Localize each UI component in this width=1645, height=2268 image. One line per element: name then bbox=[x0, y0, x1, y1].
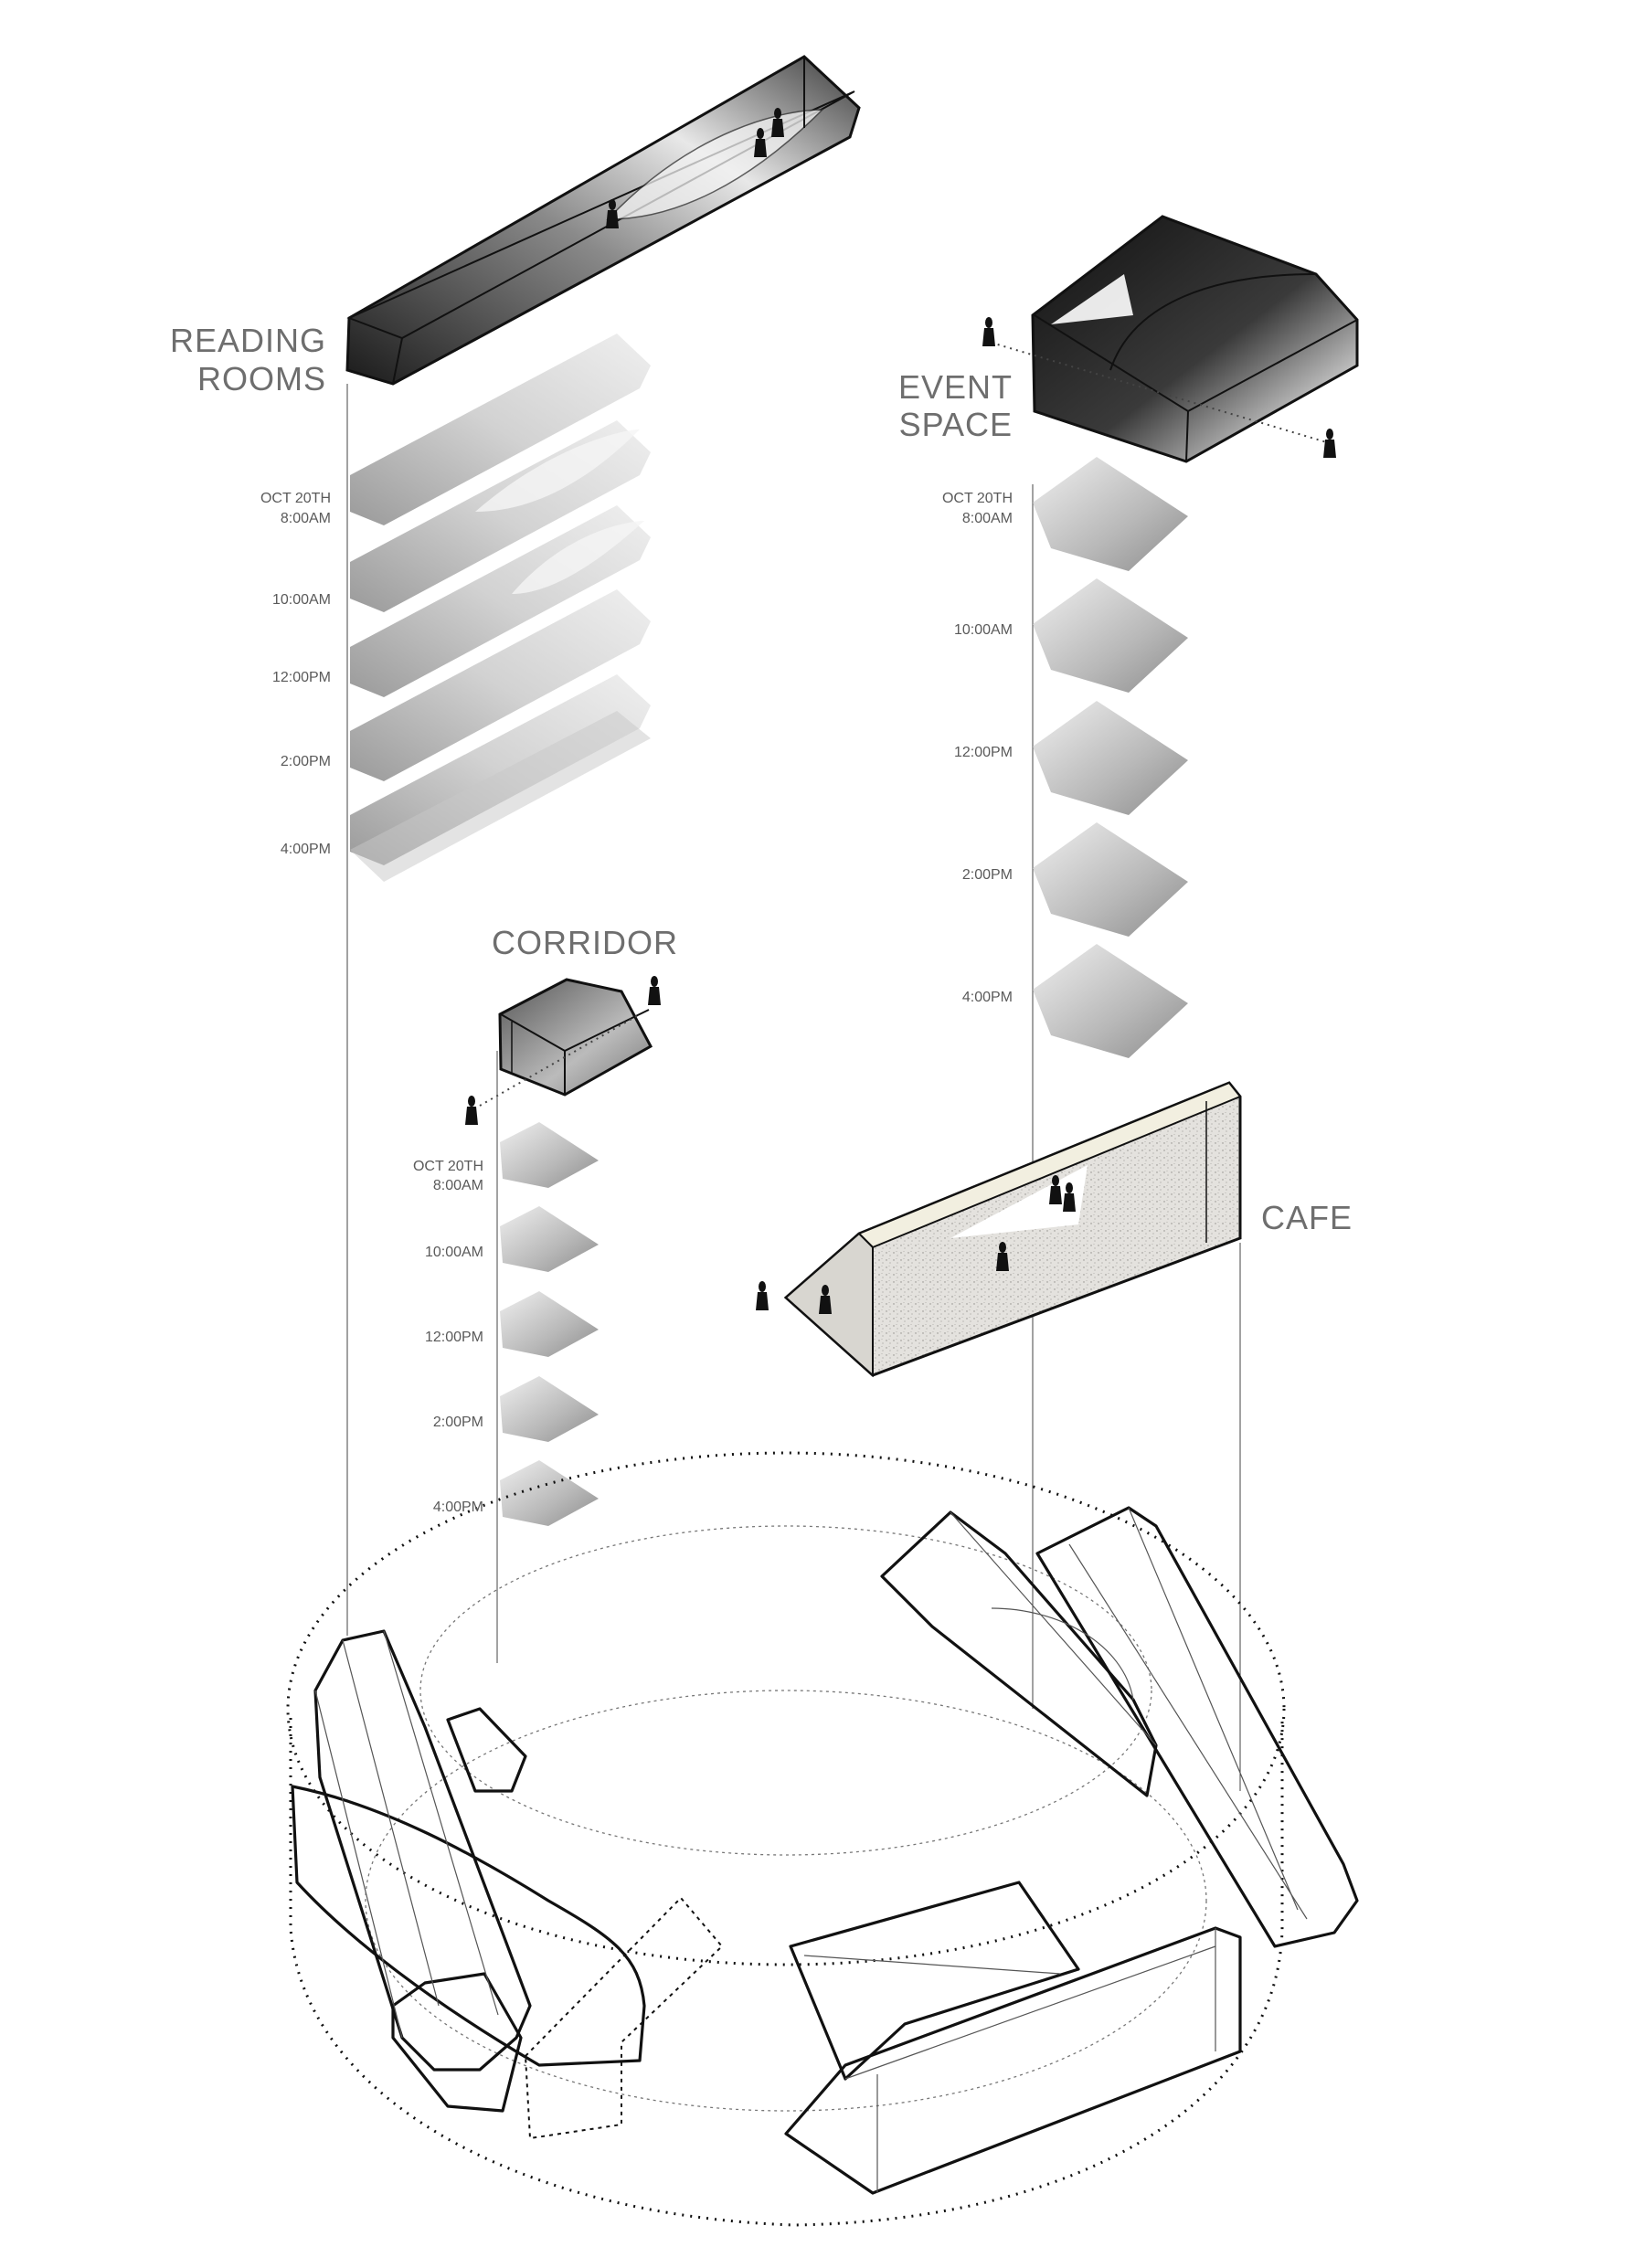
person-icon bbox=[756, 1175, 1076, 1314]
time-label: 8:00AM bbox=[281, 511, 331, 526]
time-label: 2:00PM bbox=[281, 754, 331, 769]
event-space-title-line2: SPACE bbox=[899, 406, 1013, 443]
cafe-volume bbox=[783, 1081, 1242, 1378]
site-ring bbox=[286, 1451, 1286, 2227]
reading-rooms-volume bbox=[345, 55, 861, 386]
time-label: 12:00PM bbox=[425, 1330, 483, 1345]
reading-rooms-title-line2: ROOMS bbox=[197, 360, 326, 397]
person-icon bbox=[982, 317, 1336, 458]
event-space-volume bbox=[991, 215, 1359, 463]
event-space-slices bbox=[1033, 457, 1188, 1058]
event-space-title-line1: EVENT bbox=[898, 368, 1013, 406]
time-label: 10:00AM bbox=[954, 622, 1013, 638]
corridor-volume bbox=[479, 978, 653, 1107]
time-label: 10:00AM bbox=[425, 1245, 483, 1260]
cafe-title: CAFE bbox=[1261, 1199, 1353, 1236]
time-label: 10:00AM bbox=[272, 592, 331, 608]
corridor-time-labels: OCT 20TH 8:00AM 10:00AM 12:00PM 2:00PM 4… bbox=[413, 1159, 483, 1515]
person-icon bbox=[606, 108, 784, 228]
time-label-date: OCT 20TH bbox=[260, 491, 331, 506]
time-label: 8:00AM bbox=[962, 511, 1013, 526]
time-label: 8:00AM bbox=[433, 1178, 483, 1193]
inner-ring bbox=[365, 1525, 1207, 2112]
time-label: 4:00PM bbox=[281, 842, 331, 857]
time-label: 4:00PM bbox=[962, 990, 1013, 1005]
person-icon bbox=[465, 976, 661, 1125]
time-label: 2:00PM bbox=[962, 867, 1013, 883]
time-label: 12:00PM bbox=[272, 670, 331, 685]
reading-rooms-title-line1: READING bbox=[170, 322, 326, 359]
base-volume-edges bbox=[314, 1507, 1308, 2193]
projection-lines bbox=[346, 384, 1241, 1791]
time-label-date: OCT 20TH bbox=[413, 1159, 483, 1174]
corridor-slices bbox=[500, 1122, 599, 1526]
corridor-title: CORRIDOR bbox=[492, 924, 678, 961]
time-label: 12:00PM bbox=[954, 745, 1013, 760]
reading-rooms-slices bbox=[350, 334, 651, 882]
event-space-time-labels: OCT 20TH 8:00AM 10:00AM 12:00PM 2:00PM 4… bbox=[942, 491, 1013, 1005]
reading-rooms-time-labels: OCT 20TH 8:00AM 10:00AM 12:00PM 2:00PM 4… bbox=[260, 491, 331, 857]
time-label: 4:00PM bbox=[433, 1500, 483, 1515]
title-labels: READING ROOMS EVENT SPACE CORRIDOR CAFE bbox=[170, 322, 1353, 1236]
time-label-date: OCT 20TH bbox=[942, 491, 1013, 506]
base-volumes bbox=[291, 1506, 1359, 2195]
time-label: 2:00PM bbox=[433, 1415, 483, 1430]
